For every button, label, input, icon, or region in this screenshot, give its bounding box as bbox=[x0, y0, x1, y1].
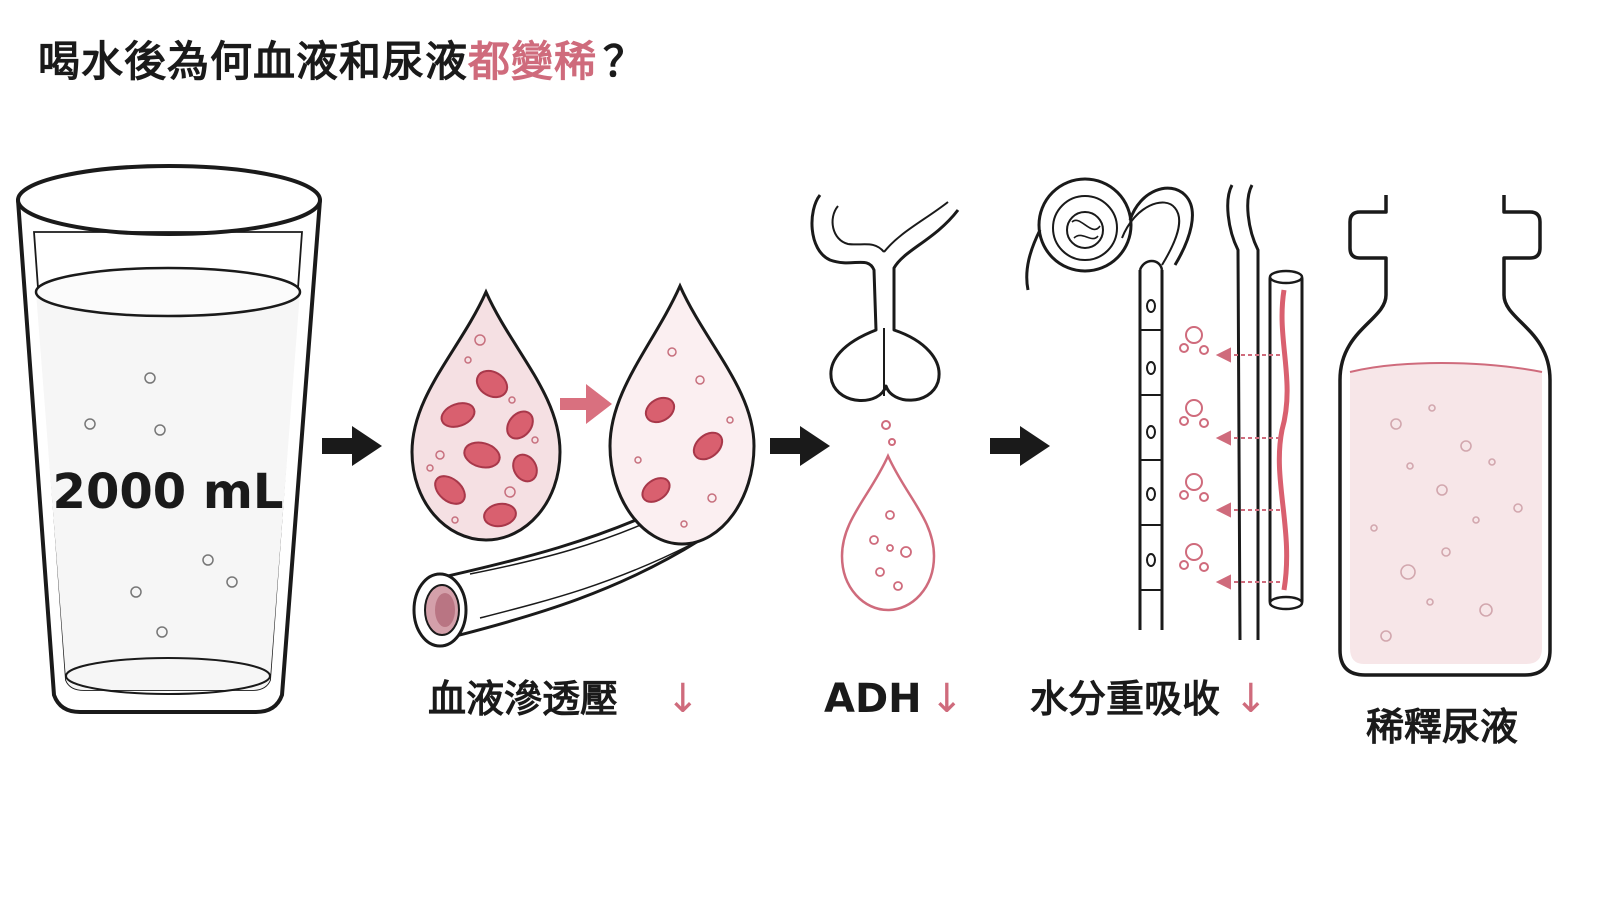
down-arrow-osmolality: ↓ bbox=[666, 676, 700, 722]
nephron bbox=[1025, 177, 1260, 641]
step-label-reabsorption: 水分重吸收 bbox=[1030, 677, 1220, 721]
flow-arrow-1 bbox=[322, 426, 382, 466]
down-arrow-reabsorption: ↓ bbox=[1234, 676, 1268, 722]
volume-label: 2000 mL bbox=[53, 464, 284, 520]
water-molecules bbox=[1179, 326, 1209, 572]
water bbox=[36, 292, 300, 690]
step-label-osmolality: 血液滲透壓 bbox=[428, 677, 618, 721]
title-main: 喝水後為何血液和尿液 bbox=[38, 37, 469, 86]
urine-bottle bbox=[1338, 195, 1552, 677]
step-label-adh: ADH bbox=[824, 676, 922, 722]
page-title: 喝水後為何血液和尿液都變稀？ bbox=[38, 28, 646, 89]
result-label: 稀釋尿液 bbox=[1366, 705, 1518, 749]
title-suffix: ？ bbox=[603, 37, 647, 86]
down-arrow-adh: ↓ bbox=[930, 676, 964, 722]
water-reabsorption-arrows bbox=[1215, 347, 1280, 590]
pituitary-gland bbox=[810, 194, 960, 446]
diluted-urine bbox=[1350, 363, 1542, 664]
flow-arrow-2 bbox=[770, 426, 830, 466]
pink-arrow bbox=[560, 384, 612, 424]
diluted-blood-drop bbox=[608, 282, 756, 546]
flow-arrow-3 bbox=[990, 426, 1050, 466]
capillary bbox=[1268, 269, 1304, 611]
adh-droplet bbox=[840, 452, 936, 612]
title-highlight: 都變稀 bbox=[468, 37, 598, 86]
concentrated-blood-drop bbox=[410, 288, 562, 542]
water-glass: 2000 mL bbox=[16, 164, 322, 714]
